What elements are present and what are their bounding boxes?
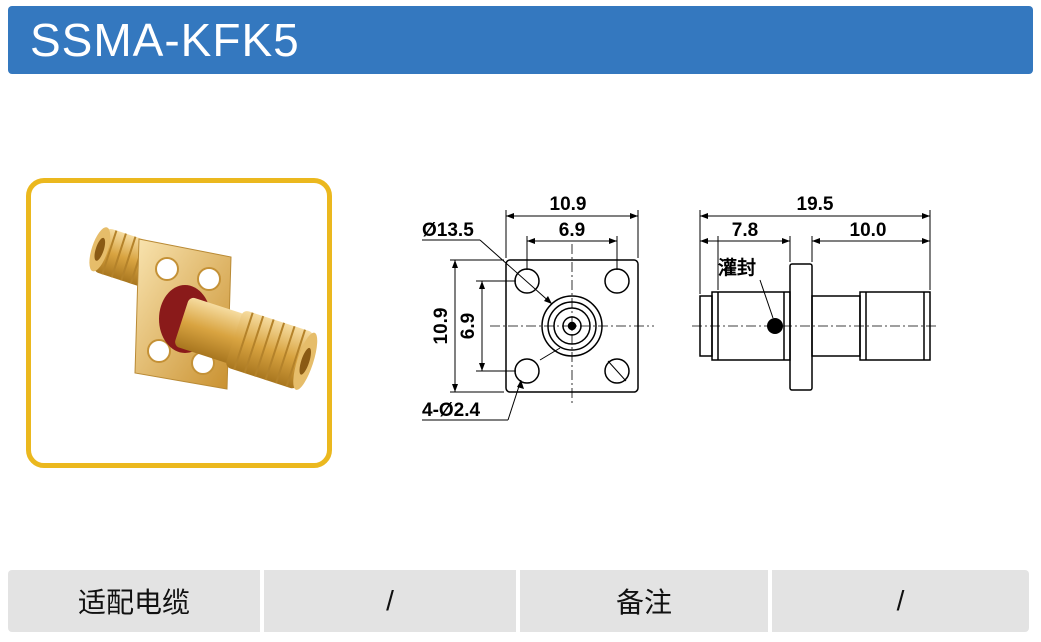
- remark-label: 备注: [520, 570, 768, 632]
- dim-height-overall: 10.9: [431, 308, 452, 345]
- dim-right-length: 10.0: [850, 220, 887, 241]
- connector-illustration: [89, 227, 318, 390]
- dim-left-length: 7.8: [732, 220, 758, 241]
- dim-flange-diameter: Ø13.5: [422, 220, 474, 241]
- technical-drawing: 10.9 6.9 Ø13.5 10.9 6.9 4-Ø2.4 19.5 7.8 …: [422, 194, 938, 421]
- cable-label: 适配电缆: [8, 570, 260, 632]
- header-banner: SSMA-KFK5: [8, 6, 1033, 74]
- dim-width-overall: 10.9: [550, 194, 587, 215]
- cable-value: /: [264, 570, 516, 632]
- spec-table: 适配电缆 / 备注 /: [8, 570, 1033, 632]
- dim-hole-spacing-v: 6.9: [458, 313, 479, 339]
- dim-holes: 4-Ø2.4: [422, 400, 481, 421]
- seal-label: 灌封: [718, 256, 756, 279]
- product-photo: [26, 178, 332, 468]
- side-view: [699, 263, 931, 391]
- dim-hole-spacing-h: 6.9: [559, 220, 585, 241]
- dim-length-overall: 19.5: [797, 194, 834, 215]
- remark-value: /: [772, 570, 1029, 632]
- product-title: SSMA-KFK5: [30, 14, 300, 66]
